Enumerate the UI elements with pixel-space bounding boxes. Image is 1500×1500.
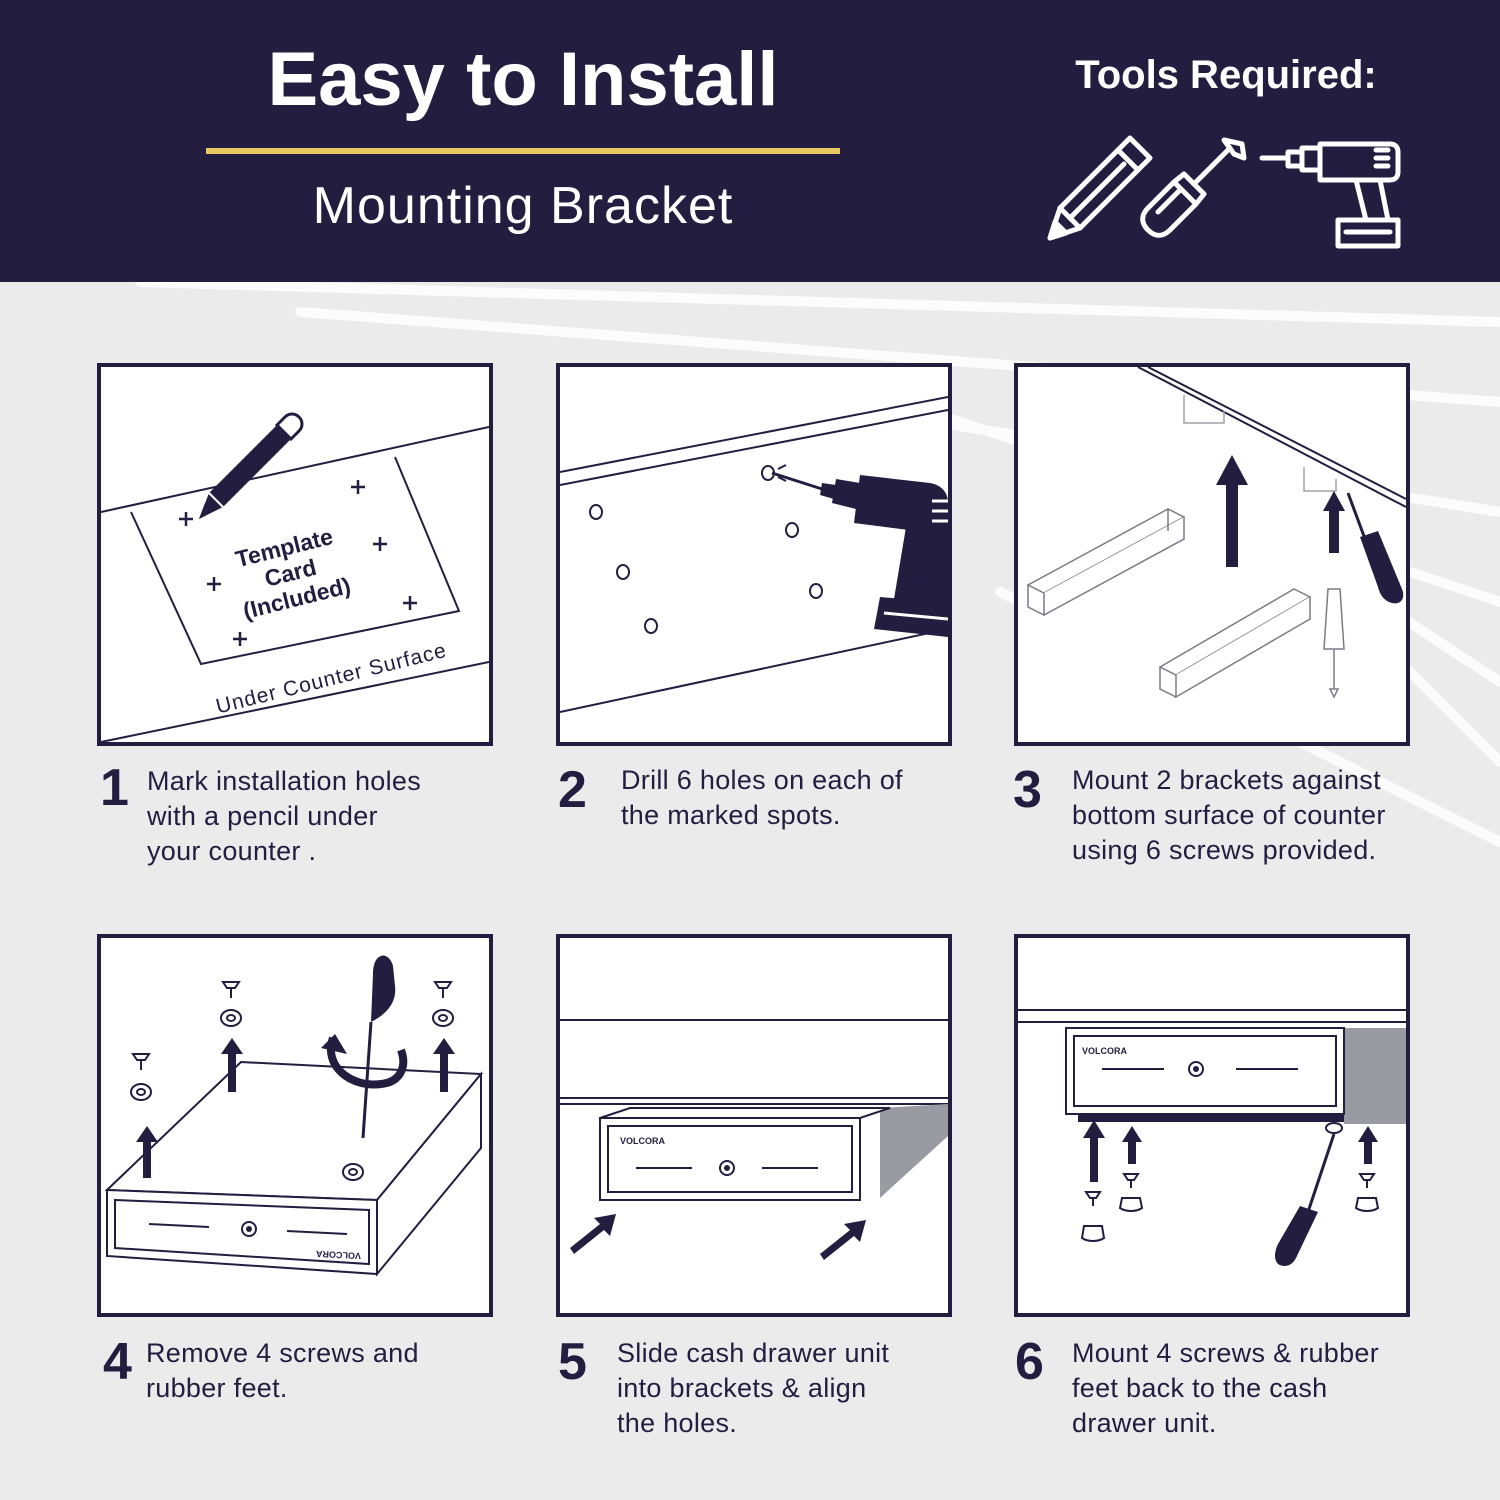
step-3-number: 3: [1013, 761, 1042, 819]
step-2-line-2: the marked spots.: [621, 800, 841, 830]
step-5-line-1: Slide cash drawer unit: [617, 1338, 890, 1368]
step-4-number: 4: [103, 1333, 132, 1391]
step-6-line-1: Mount 4 screws & rubber: [1072, 1338, 1380, 1368]
step-3-description: Mount 2 brackets against bottom surface …: [1072, 763, 1432, 868]
pencil-icon: [1047, 135, 1153, 241]
step-6-illustration: VOLCORA: [1014, 934, 1410, 1317]
step-6-number: 6: [1015, 1333, 1044, 1391]
step-6-description: Mount 4 screws & rubber feet back to the…: [1072, 1336, 1412, 1441]
drill-icon: [771, 464, 948, 637]
step-4-line-2: rubber feet.: [146, 1373, 288, 1403]
screwdriver-icon: [1275, 1133, 1336, 1266]
step-1-description: Mark installation holes with a pencil un…: [147, 764, 487, 869]
step-1-line-2: with a pencil under: [147, 801, 378, 831]
title-divider: [206, 148, 840, 154]
step-3-line-2: bottom surface of counter: [1072, 800, 1386, 830]
step-5-line-2: into brackets & align: [617, 1373, 867, 1403]
step-3-illustration: [1014, 363, 1410, 746]
screwdriver-icon: [321, 955, 408, 1139]
step-6-line-3: drawer unit.: [1072, 1408, 1217, 1438]
step-5-line-3: the holes.: [617, 1408, 738, 1438]
step-5-description: Slide cash drawer unit into brackets & a…: [617, 1336, 937, 1441]
step-5-number: 5: [558, 1333, 587, 1391]
step-5-illustration: VOLCORA: [556, 934, 952, 1317]
drawer-brand-label: VOLCORA: [315, 1249, 361, 1261]
step-4-line-1: Remove 4 screws and: [146, 1338, 419, 1368]
step-3-line-3: using 6 screws provided.: [1072, 835, 1377, 865]
page-subtitle: Mounting Bracket: [312, 177, 734, 235]
drill-icon: [1259, 141, 1401, 249]
pencil-icon: [199, 412, 304, 519]
step-4-illustration: VOLCORA: [97, 934, 493, 1317]
screwdriver-icon: [1140, 137, 1247, 238]
drawer-brand-label: VOLCORA: [620, 1136, 666, 1146]
step-3-line-1: Mount 2 brackets against: [1072, 765, 1381, 795]
tools-required-label: Tools Required:: [1075, 53, 1377, 97]
step-4-description: Remove 4 screws and rubber feet.: [146, 1336, 466, 1406]
step-1-illustration: Template Card (Included) Under Counter S…: [97, 363, 493, 746]
step-2-illustration: [556, 363, 952, 746]
step-1-number: 1: [100, 759, 129, 817]
step-6-line-2: feet back to the cash: [1072, 1373, 1328, 1403]
surface-label: Under Counter Surface: [214, 639, 449, 719]
page-title: Easy to Install: [267, 37, 779, 122]
step-1-line-1: Mark installation holes: [147, 766, 422, 796]
step-1-line-3: your counter .: [147, 836, 317, 866]
step-2-number: 2: [558, 761, 587, 819]
drawer-brand-label: VOLCORA: [1082, 1046, 1128, 1056]
screwdriver-icon: [1346, 492, 1404, 604]
header-banner: Easy to Install Mounting Bracket Tools R…: [0, 0, 1500, 282]
step-2-description: Drill 6 holes on each of the marked spot…: [621, 763, 941, 833]
step-2-line-1: Drill 6 holes on each of: [621, 765, 903, 795]
